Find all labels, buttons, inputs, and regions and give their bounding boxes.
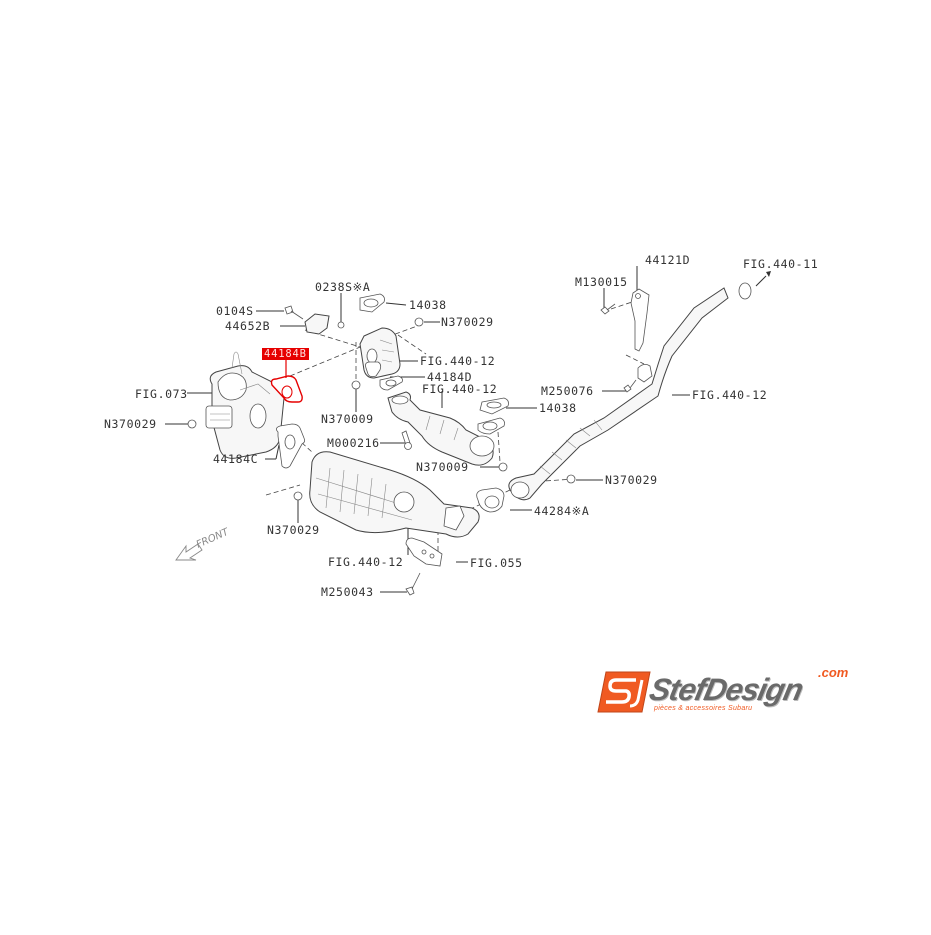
sj-logo-mark-icon	[597, 671, 651, 713]
stefdesign-logo[interactable]: StefDesign .com pièces & accessoires Sub…	[596, 665, 858, 718]
nut-drawings	[187, 317, 576, 501]
gasket-44184C-drawing	[276, 423, 306, 469]
main-catalytic-converter-drawing	[309, 451, 480, 538]
front-direction-indicator: FRONT	[172, 522, 252, 572]
callout-44284A[interactable]: 44284※A	[534, 504, 590, 518]
callout-fig073[interactable]: FIG.073	[135, 387, 188, 401]
logo-domain: .com	[818, 665, 849, 680]
callout-N370029-bottom[interactable]: N370029	[267, 523, 320, 537]
front-catalytic-pipe-drawing	[387, 391, 509, 466]
turbocharger-drawing	[205, 351, 285, 459]
callout-fig440-12-d[interactable]: FIG.440-12	[692, 388, 768, 402]
callout-44652B[interactable]: 44652B	[225, 319, 271, 333]
logo-tagline: pièces & accessoires Subaru	[654, 705, 753, 712]
callout-0238SA[interactable]: 0238S※A	[315, 280, 371, 294]
callout-N370029-right[interactable]: N370029	[605, 473, 658, 487]
callout-44121D[interactable]: 44121D	[645, 253, 691, 267]
callout-44184B-highlighted[interactable]: 44184B	[262, 348, 309, 360]
callout-M250043[interactable]: M250043	[321, 585, 374, 599]
callout-0104S[interactable]: 0104S	[216, 304, 254, 318]
front-label: FRONT	[195, 526, 231, 550]
logo-name: StefDesign	[646, 672, 806, 707]
leader-lines	[165, 266, 771, 593]
bracket-fig055-drawing	[405, 537, 443, 567]
callout-M250076[interactable]: M250076	[541, 384, 594, 398]
callout-N370029-top[interactable]: N370029	[441, 315, 494, 329]
gasket-44184B-drawing	[270, 360, 303, 403]
gasket-44284A-drawing	[476, 487, 505, 513]
callout-fig440-12-c[interactable]: FIG.440-12	[328, 555, 404, 569]
callout-44184C[interactable]: 44184C	[213, 452, 259, 466]
hanger-bracket-44121D-drawing	[630, 288, 653, 383]
callout-M130015[interactable]: M130015	[575, 275, 628, 289]
front-arrow-icon: FRONT	[175, 526, 231, 561]
callout-fig440-11[interactable]: FIG.440-11	[743, 257, 819, 271]
bolt-drawings	[284, 303, 637, 596]
callout-M000216[interactable]: M000216	[327, 436, 380, 450]
gasket-14038-top-drawing	[359, 293, 385, 313]
callout-14038-top[interactable]: 14038	[409, 298, 447, 312]
callout-N370009-b[interactable]: N370009	[416, 460, 469, 474]
callout-N370029-left[interactable]: N370029	[104, 417, 157, 431]
crossover-pipe-block-drawing	[359, 327, 401, 379]
heat-shield-44652B-drawing	[304, 313, 330, 335]
callout-fig440-12-a[interactable]: FIG.440-12	[420, 354, 496, 368]
callout-N370009-a[interactable]: N370009	[321, 412, 374, 426]
gasket-44184D-drawing	[379, 375, 403, 391]
callout-fig055[interactable]: FIG.055	[470, 556, 523, 570]
callout-fig440-12-b[interactable]: FIG.440-12	[422, 382, 498, 396]
callout-14038-right[interactable]: 14038	[539, 401, 577, 415]
center-exhaust-pipe-drawing	[508, 282, 752, 501]
callout-44184D[interactable]: 44184D	[427, 370, 473, 384]
